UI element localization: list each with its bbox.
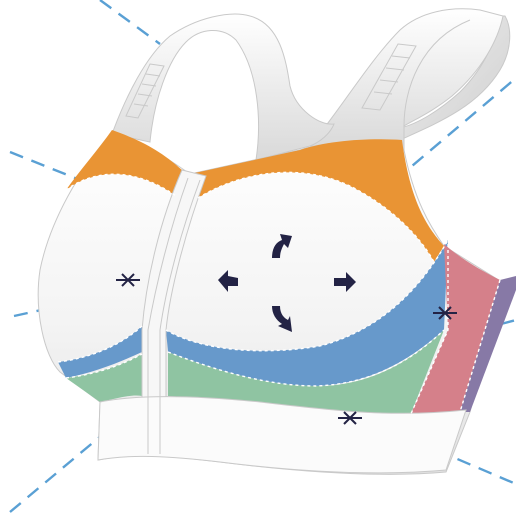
guide-line-top-left [100, 0, 160, 44]
left-shoulder-strap [112, 14, 334, 160]
